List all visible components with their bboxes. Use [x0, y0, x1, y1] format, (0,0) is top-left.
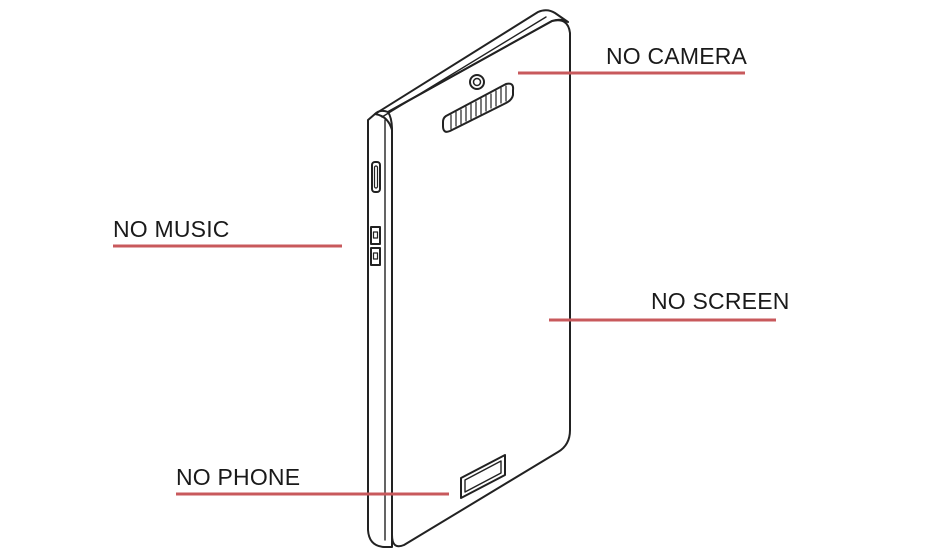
label-no-screen: NO SCREEN — [651, 288, 790, 314]
side-button-lower-mark — [372, 252, 379, 260]
phone-front-face — [387, 19, 571, 548]
label-no-camera: NO CAMERA — [606, 43, 748, 69]
side-slot-button-inner — [373, 165, 379, 189]
speaker-grille — [442, 82, 515, 133]
label-no-phone: NO PHONE — [176, 464, 301, 490]
camera-lens-inner — [472, 77, 482, 87]
side-button-upper-mark — [372, 231, 379, 239]
speaker-grille-slats — [450, 85, 507, 130]
home-button-inner — [464, 460, 502, 493]
side-slot-button — [371, 161, 381, 193]
home-button — [460, 454, 506, 499]
camera-lens — [469, 74, 485, 90]
phone-top-bevel — [381, 16, 547, 118]
phone-back-panel — [367, 113, 393, 548]
label-no-music: NO MUSIC — [113, 216, 230, 242]
side-button-lower — [370, 247, 381, 266]
side-button-upper — [370, 226, 381, 245]
